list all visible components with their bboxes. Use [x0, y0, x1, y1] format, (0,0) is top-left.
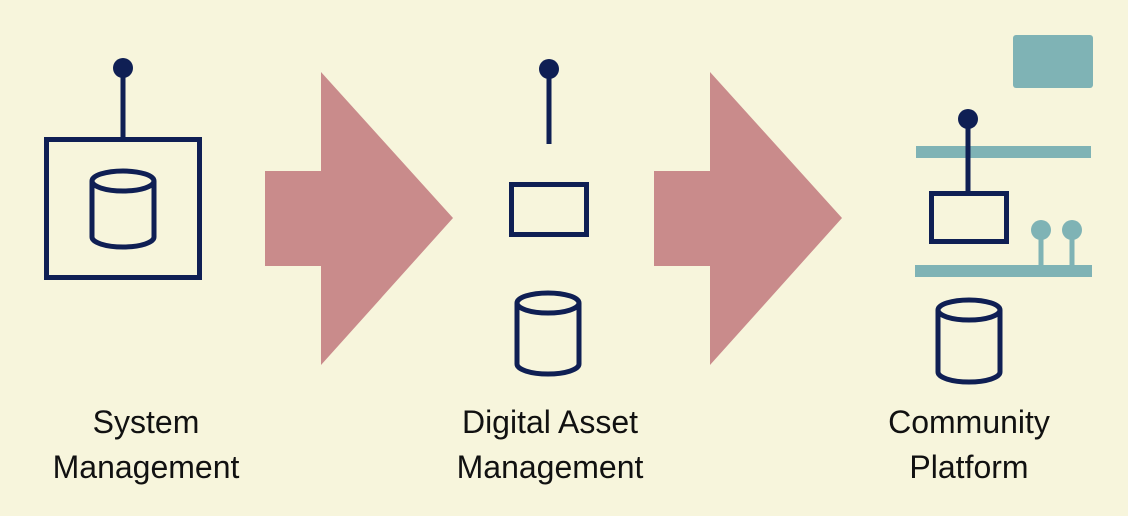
- antenna-icon: [113, 58, 133, 138]
- antenna-box-database-icon: [509, 59, 589, 377]
- antenna-icon: [958, 109, 978, 194]
- upper-shelf: [916, 146, 1091, 158]
- arrow-right-icon: [265, 72, 453, 365]
- stage-label-community-platform: Community Platform: [888, 404, 1050, 485]
- platform-with-shelves-database-icon: [915, 35, 1093, 385]
- pin-icon: [1062, 220, 1082, 272]
- enclosure-frame: [44, 137, 202, 280]
- database-icon: [514, 290, 582, 377]
- antenna-icon: [539, 59, 559, 144]
- database-icon: [935, 297, 1003, 385]
- stage-label-system-management: System Management: [52, 404, 240, 485]
- pin-icon: [1031, 220, 1051, 272]
- arrow-right-icon: [654, 72, 842, 365]
- lower-shelf: [915, 265, 1092, 277]
- database-icon: [89, 168, 157, 250]
- device-box-icon: [929, 191, 1009, 244]
- panel-icon: [1013, 35, 1093, 88]
- enclosed-database-with-antenna-icon: [44, 58, 202, 280]
- stage-label-digital-asset-management: Digital Asset Management: [456, 404, 644, 485]
- device-box-icon: [509, 182, 589, 237]
